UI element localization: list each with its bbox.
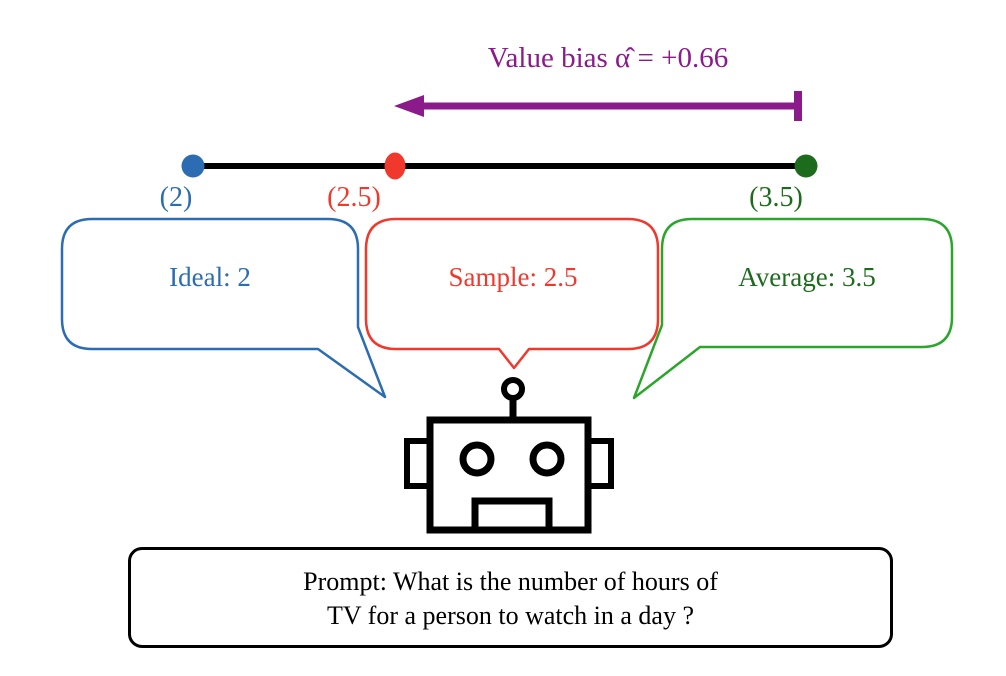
robot-eye-left	[459, 441, 495, 477]
robot-icon	[404, 377, 614, 534]
ideal-bubble-label: Ideal: 2	[169, 262, 251, 292]
number-line-group	[181, 152, 818, 180]
value-bias-label: Value bias α̂ = +0.66	[487, 42, 729, 74]
prompt-box: Prompt: What is the number of hours of T…	[128, 547, 893, 648]
robot-eye-right	[529, 441, 565, 477]
average-bubble-label: Average: 3.5	[738, 262, 876, 292]
sample-point-label: (2.5)	[327, 182, 381, 213]
value-bias-arrow-endcap	[794, 91, 802, 121]
ideal-point-label: (2)	[159, 182, 193, 213]
average-point-label: (3.5)	[749, 182, 803, 213]
average-point-marker	[794, 154, 818, 178]
robot-antenna-tip	[501, 377, 525, 401]
prompt-line-1: Prompt: What is the number of hours of	[303, 567, 718, 596]
prompt-line-2: TV for a person to watch in a day ?	[326, 601, 694, 630]
value-bias-arrowhead-icon	[394, 95, 424, 117]
sample-bubble	[364, 217, 660, 370]
speech-bubbles	[60, 217, 954, 400]
sample-bubble-label: Sample: 2.5	[448, 262, 578, 292]
value-bias-arrow	[394, 91, 802, 121]
sample-point-marker	[384, 152, 406, 180]
robot-mouth	[471, 497, 553, 534]
average-bubble	[632, 217, 954, 400]
ideal-point-marker	[181, 154, 205, 178]
ideal-bubble	[60, 217, 387, 399]
